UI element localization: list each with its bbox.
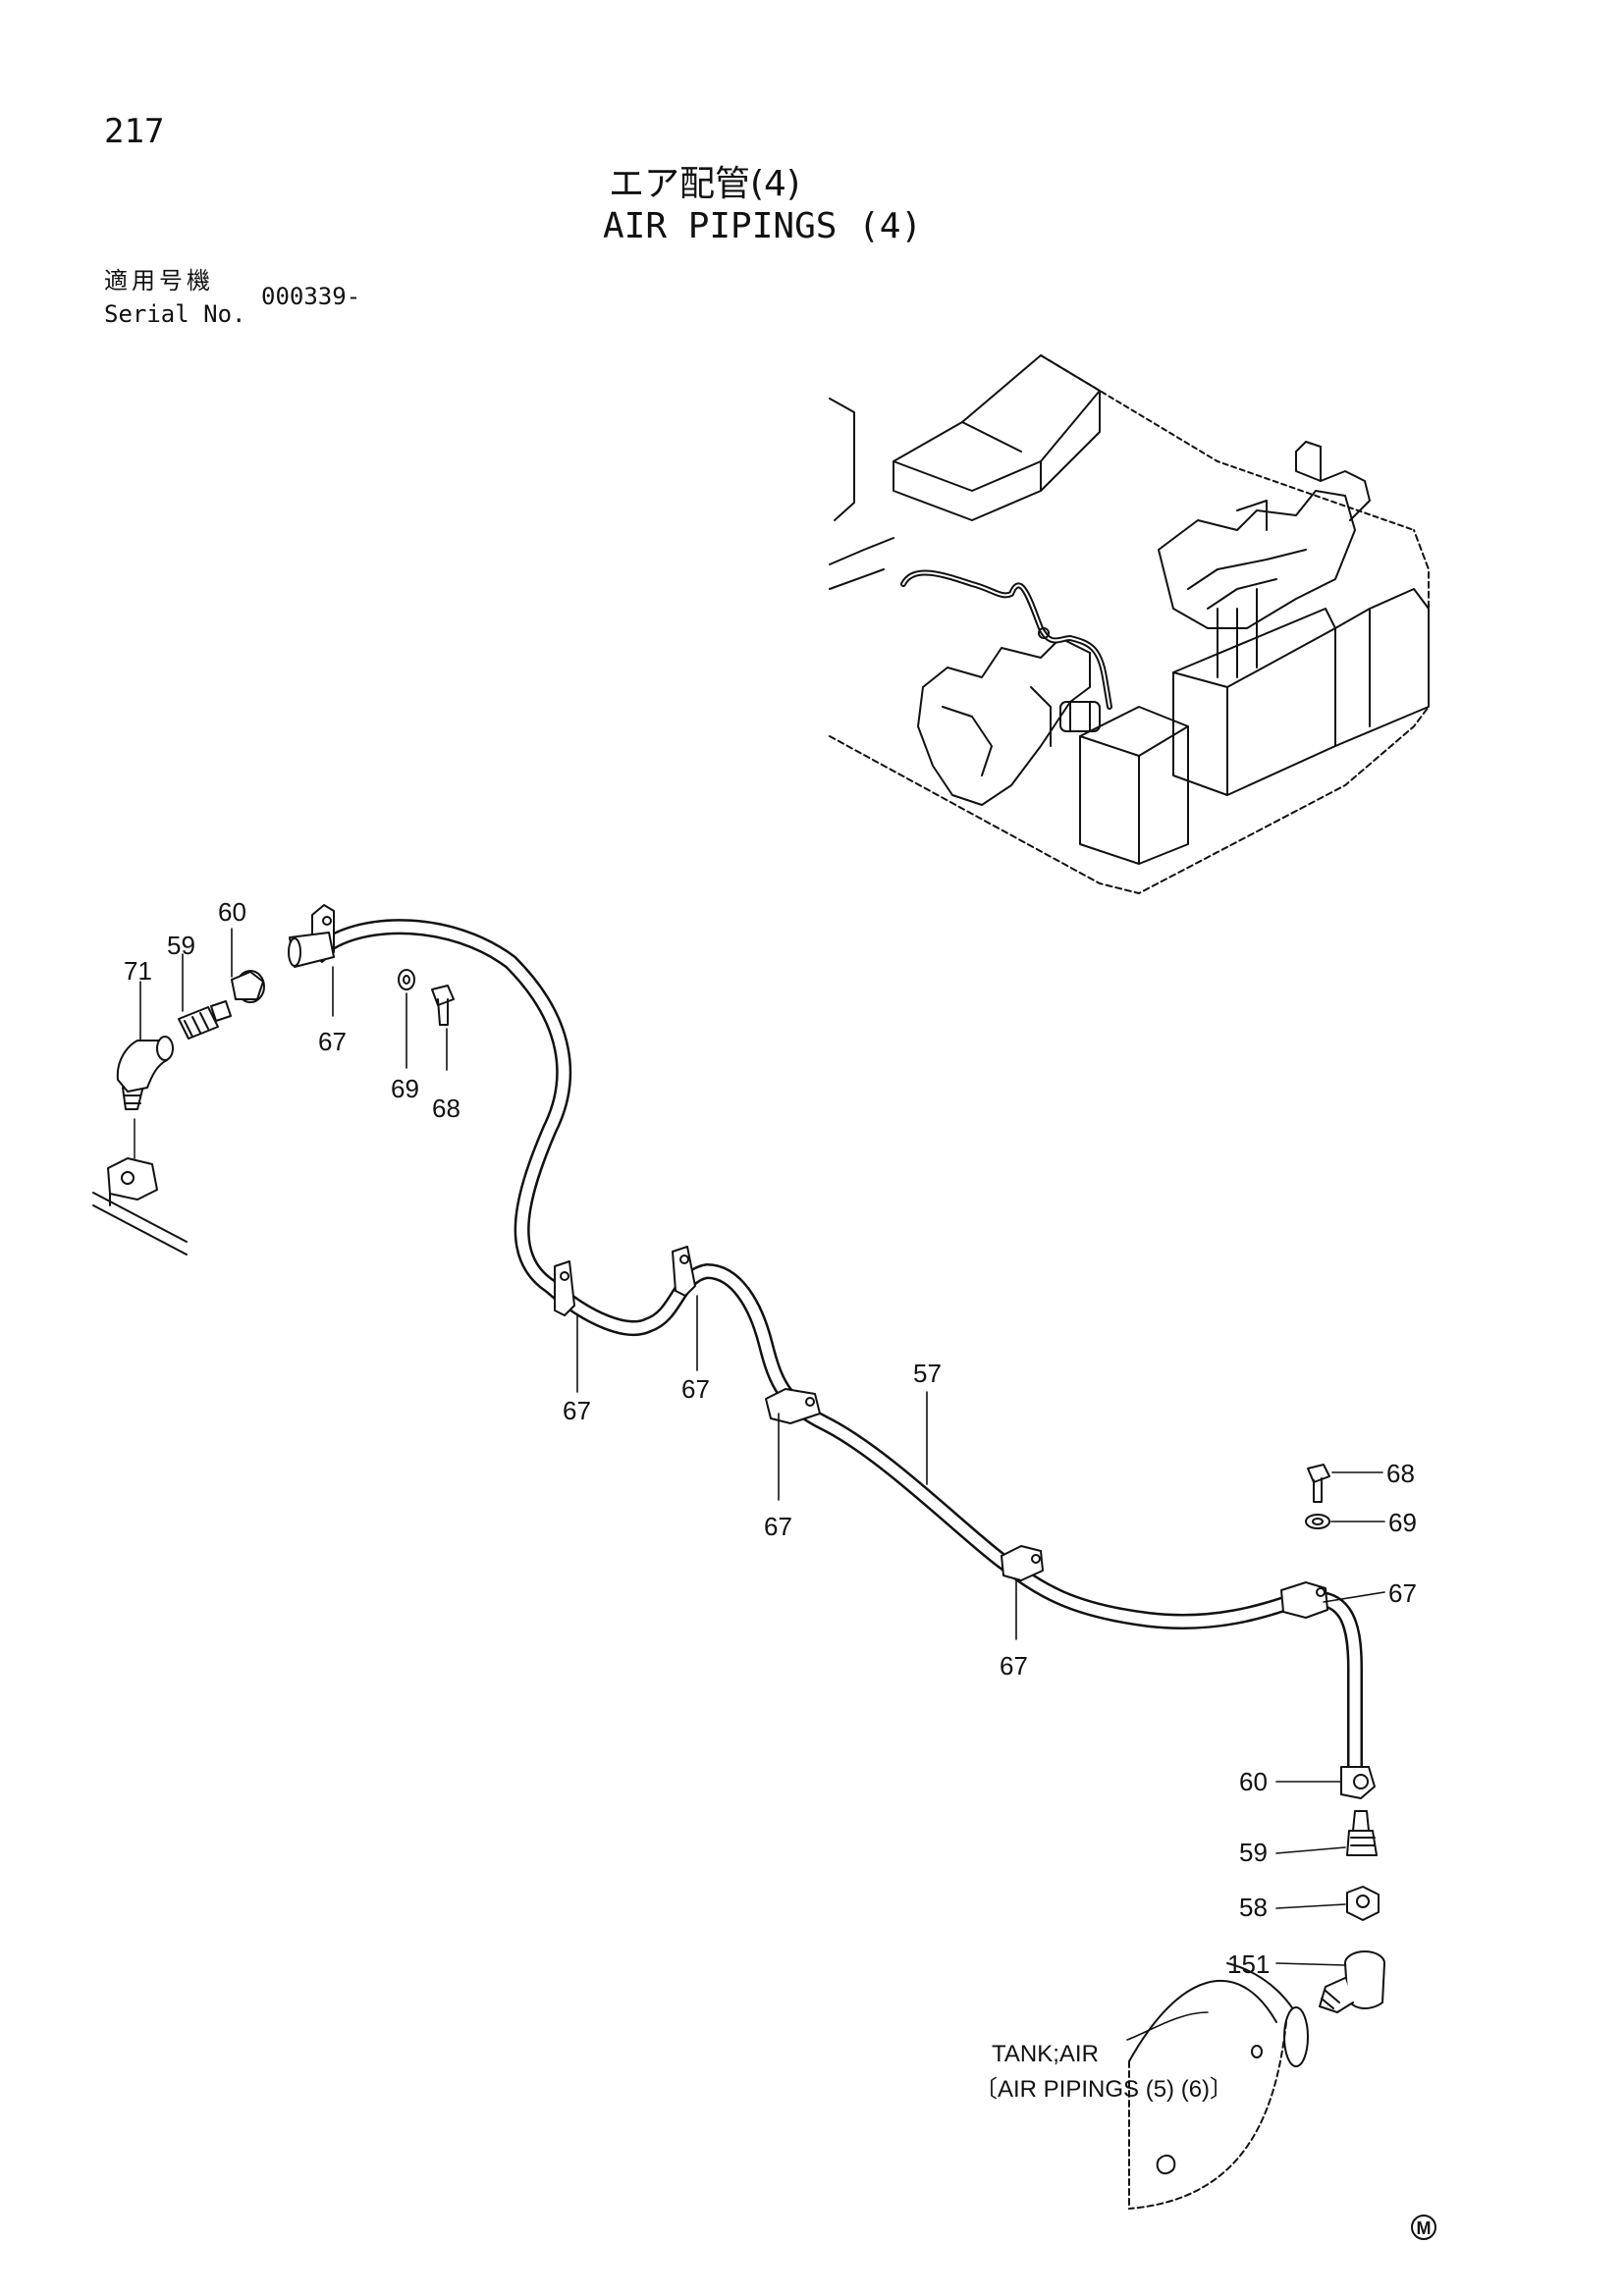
callout-67-mid-4: 67 (1000, 1651, 1028, 1681)
serial-label-english: Serial No. (104, 300, 246, 328)
tank-reference: 〔AIR PIPINGS (5) (6)〕 (974, 2076, 1233, 2103)
callout-68-top: 68 (432, 1094, 460, 1123)
callout-69-right: 69 (1388, 1508, 1417, 1537)
callout-68-right: 68 (1386, 1459, 1415, 1488)
fitting-59-right (1346, 1810, 1378, 1856)
nut-58 (1346, 1886, 1380, 1921)
edition-marker-letter: M (1417, 2218, 1432, 2238)
clamp-67-mid-4 (1001, 1545, 1044, 1581)
callout-67-right: 67 (1388, 1578, 1417, 1608)
page-number: 217 (104, 112, 165, 151)
callout-58: 58 (1239, 1893, 1268, 1922)
bolt-68-right (1307, 1464, 1330, 1503)
clamp-67-top-left (288, 904, 335, 968)
serial-label-japanese: 適用号機 (104, 267, 214, 294)
air-pipe-57 (316, 919, 1363, 1794)
callout-57: 57 (913, 1359, 942, 1388)
fitting-60-right (1340, 1766, 1376, 1799)
serial-number-value: 000339- (261, 283, 361, 310)
page-title-japanese: エア配管(4) (609, 164, 800, 204)
callout-151: 151 (1227, 1949, 1270, 1979)
callout-67-mid-1: 67 (563, 1396, 591, 1425)
page-title-english: AIR PIPINGS (4) (603, 206, 923, 246)
clamp-67-mid-1 (554, 1260, 575, 1316)
callout-67-mid-3: 67 (764, 1512, 792, 1541)
fitting-60-left (231, 970, 265, 1003)
clamp-67-mid-2 (672, 1246, 696, 1297)
elbow-151 (1319, 1950, 1385, 2013)
callout-67-mid-2: 67 (681, 1374, 710, 1404)
mount-block (92, 1118, 188, 1255)
washer-69-top (398, 969, 415, 990)
callout-59-left: 59 (167, 931, 195, 960)
washer-69-right (1305, 1514, 1330, 1529)
tank-label: TANK;AIR (992, 2041, 1099, 2067)
fitting-59-left (178, 1000, 232, 1040)
clamp-67-right (1280, 1581, 1328, 1619)
edition-marker: M (1411, 2215, 1436, 2240)
callout-59-right: 59 (1239, 1838, 1268, 1867)
callout-69-top: 69 (391, 1074, 419, 1103)
callout-labels: 71 59 60 67 69 68 67 67 57 67 67 68 69 6… (124, 897, 1417, 2103)
elbow-71 (116, 1036, 174, 1110)
leader-lines (139, 928, 1385, 2041)
callout-67-top-left: 67 (318, 1027, 347, 1056)
callout-71: 71 (124, 956, 152, 986)
callout-60-left: 60 (218, 897, 246, 927)
callout-60-right: 60 (1239, 1767, 1268, 1796)
machine-overview-illustration (829, 354, 1430, 894)
bolt-68-top (431, 985, 455, 1026)
